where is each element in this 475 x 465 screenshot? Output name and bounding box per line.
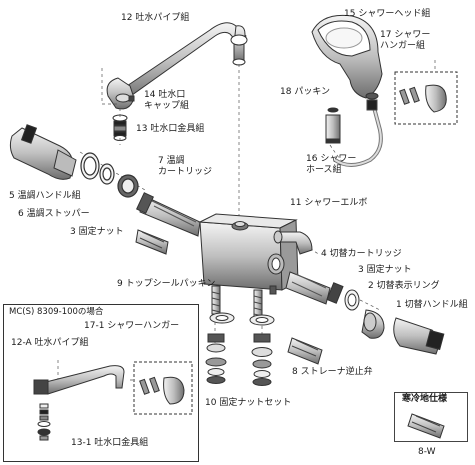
label-switch-handle: 1 切替ハンドル組 [396, 300, 468, 310]
cold-box-title: 寒冷地仕様 [402, 394, 448, 404]
label-temp-handle: 5 温調ハンドル組 [9, 191, 81, 201]
shower-head [311, 14, 383, 100]
spout-fitting [112, 114, 128, 141]
label-switch-ring: 2 切替表示リング [368, 281, 440, 291]
label-shower-hose: 16 シャワー ホース組 [306, 154, 357, 175]
shower-elbow [273, 230, 313, 255]
spout-cap [106, 77, 135, 110]
temp-stopper [80, 152, 139, 198]
label-shower-head: 15 シャワーヘッド組 [344, 9, 431, 19]
label-packing: 18 パッキン [280, 87, 331, 97]
faucet-body [198, 213, 299, 295]
label-spout-cap: 14 吐水口 キャップ組 [144, 90, 190, 111]
hose-fitting [325, 107, 341, 144]
label-fixing-nut-right: 3 固定ナット [358, 265, 412, 275]
temp-cartridge [136, 192, 201, 237]
label-mc-spout-pipe: 12-A 吐水パイプ組 [11, 338, 89, 348]
label-strainer-valve: 8 ストレーナ逆止弁 [292, 367, 373, 377]
shower-hanger [394, 71, 458, 125]
mc-spout-fitting [37, 403, 51, 441]
label-shower-elbow: 11 シャワーエルボ [290, 198, 368, 208]
label-spout-fitting: 13 吐水口金具組 [136, 124, 205, 134]
label-fixing-nut-set: 10 固定ナットセット [205, 398, 292, 408]
label-temp-cartridge: 7 温調 カートリッジ [158, 156, 213, 177]
label-spout-pipe: 12 吐水パイプ組 [121, 13, 190, 23]
shower-hose [333, 99, 383, 167]
temp-handle [9, 124, 77, 180]
strainer-check-valve [287, 337, 323, 365]
switch-cartridge [285, 271, 344, 305]
label-mc-spout-fitting: 13-1 吐水口金具組 [71, 438, 149, 448]
mc-box-title: MC(S) 8309-100の場合 [9, 307, 104, 317]
label-fixing-nut-left: 3 固定ナット [70, 227, 124, 237]
cold-box-code: 8-W [418, 447, 436, 457]
packing-and-nuts [205, 312, 275, 386]
mc-shower-hanger [133, 361, 193, 415]
label-temp-stopper: 6 温調ストッパー [18, 209, 90, 219]
label-top-seal-packing: 9 トップシールパッキン [117, 279, 216, 289]
cold-region-valve [407, 413, 445, 439]
label-mc-shower-hanger: 17-1 シャワーハンガー [84, 321, 180, 331]
label-shower-hanger: 17 シャワー ハンガー組 [380, 30, 431, 51]
left-fixing-nut [135, 229, 169, 255]
cold-region-box [394, 392, 468, 442]
mc-variant-box [3, 304, 199, 462]
label-switch-cartridge: 4 切替カートリッジ [321, 249, 402, 259]
spout-pipe [117, 22, 248, 101]
mc-spout-pipe [33, 365, 125, 395]
switch-parts [344, 289, 445, 355]
